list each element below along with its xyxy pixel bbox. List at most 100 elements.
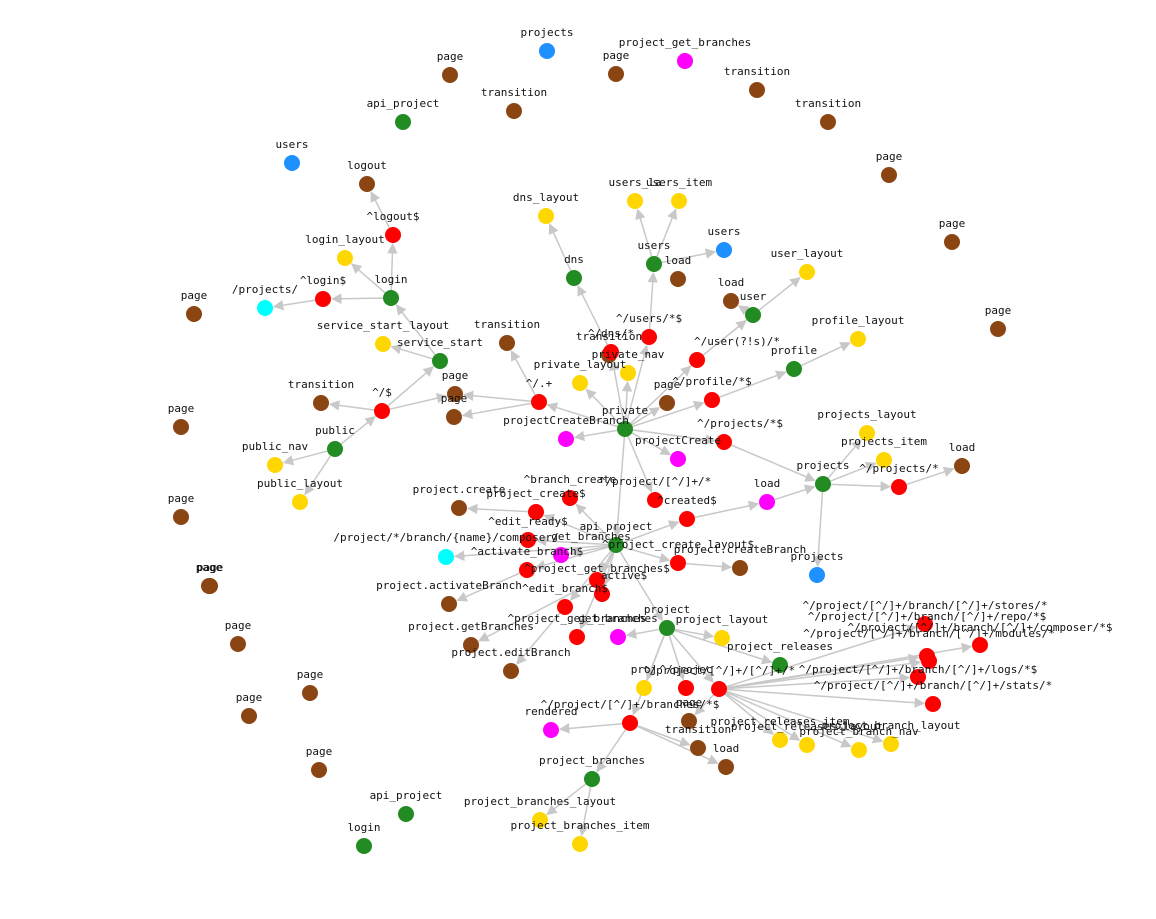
node-route[interactable]: ^/project/[^/]+/[^/]+/* xyxy=(643,664,795,697)
node-route[interactable]: ^/project/[^/]+/branches/*$ xyxy=(541,698,720,731)
node-layout[interactable]: users_la xyxy=(609,176,662,209)
node-external[interactable]: /project/*/branch/{name}/composer/ xyxy=(333,531,559,565)
node-dot[interactable] xyxy=(385,227,401,243)
node-dot[interactable] xyxy=(690,740,706,756)
node-dot[interactable] xyxy=(647,492,663,508)
node-dot[interactable] xyxy=(438,549,454,565)
node-page[interactable]: page xyxy=(876,150,903,183)
node-layout[interactable]: project_branch_nav xyxy=(799,725,919,758)
node-layout[interactable]: users_item xyxy=(646,176,713,209)
node-dot[interactable] xyxy=(622,715,638,731)
node-dot[interactable] xyxy=(944,234,960,250)
node-dot[interactable] xyxy=(759,494,775,510)
node-dot[interactable] xyxy=(921,653,937,669)
node-state[interactable]: api_project xyxy=(580,520,653,553)
node-dot[interactable] xyxy=(620,365,636,381)
node-dot[interactable] xyxy=(562,490,578,506)
node-dot[interactable] xyxy=(447,386,463,402)
node-dot[interactable] xyxy=(679,511,695,527)
node-dot[interactable] xyxy=(641,329,657,345)
node-page[interactable]: transition xyxy=(481,86,547,119)
node-dot[interactable] xyxy=(636,680,652,696)
node-state[interactable]: api_project xyxy=(367,97,440,130)
node-dot[interactable] xyxy=(716,242,732,258)
node-page[interactable]: transition xyxy=(795,97,861,130)
node-dot[interactable] xyxy=(670,451,686,467)
node-page[interactable]: page xyxy=(225,619,252,652)
node-dot[interactable] xyxy=(528,504,544,520)
node-dot[interactable] xyxy=(201,578,217,594)
node-route[interactable]: ^project_create_layout$ xyxy=(602,538,754,571)
node-dot[interactable] xyxy=(398,806,414,822)
node-dot[interactable] xyxy=(315,291,331,307)
node-layout[interactable]: user_layout xyxy=(771,247,844,280)
node-dot[interactable] xyxy=(257,300,273,316)
node-dot[interactable] xyxy=(572,836,588,852)
node-dot[interactable] xyxy=(876,452,892,468)
node-dot[interactable] xyxy=(519,562,535,578)
node-state[interactable]: login xyxy=(347,821,381,854)
node-dot[interactable] xyxy=(557,599,573,615)
node-dot[interactable] xyxy=(241,708,257,724)
node-dot[interactable] xyxy=(374,403,390,419)
node-route[interactable]: ^/project/[^/]+/* xyxy=(599,475,712,508)
node-dot[interactable] xyxy=(566,270,582,286)
node-route[interactable]: ^project_get_branches$ xyxy=(524,562,670,588)
node-page[interactable]: page xyxy=(603,49,630,82)
node-dot[interactable] xyxy=(520,532,536,548)
node-dot[interactable] xyxy=(292,494,308,510)
node-dot[interactable] xyxy=(173,509,189,525)
node-dot[interactable] xyxy=(659,395,675,411)
node-route[interactable]: ^edit_branch$ xyxy=(522,582,608,615)
node-dot[interactable] xyxy=(441,596,457,612)
node-page[interactable]: load xyxy=(713,742,740,775)
node-dot[interactable] xyxy=(659,620,675,636)
node-dot[interactable] xyxy=(749,82,765,98)
node-state[interactable]: project_branches xyxy=(539,754,645,787)
node-dot[interactable] xyxy=(499,335,515,351)
node-dot[interactable] xyxy=(646,256,662,272)
node-dot[interactable] xyxy=(538,208,554,224)
node-layout[interactable]: project_releases_layout xyxy=(731,720,883,753)
node-dot[interactable] xyxy=(359,176,375,192)
node-layout[interactable]: project_releases_item xyxy=(710,715,850,748)
node-layout[interactable]: project_branch_layout xyxy=(821,719,961,752)
node-route[interactable]: ^/projects/*$ xyxy=(697,417,783,450)
node-state[interactable]: projects xyxy=(797,459,850,492)
node-route[interactable]: ^project_get_branches xyxy=(507,612,647,645)
node-dot[interactable] xyxy=(772,732,788,748)
node-dot[interactable] xyxy=(881,167,897,183)
node-page[interactable]: load xyxy=(949,441,976,474)
node-state[interactable]: public xyxy=(315,424,355,457)
node-dot[interactable] xyxy=(850,331,866,347)
node-page[interactable]: page xyxy=(437,50,464,83)
node-dot[interactable] xyxy=(910,669,926,685)
node-page[interactable]: project.create xyxy=(413,483,506,516)
node-dot[interactable] xyxy=(610,629,626,645)
node-route[interactable]: ^/dns/* xyxy=(588,327,634,360)
node-dot[interactable] xyxy=(356,838,372,854)
node-state[interactable]: users xyxy=(637,239,671,272)
node-dot[interactable] xyxy=(375,336,391,352)
node-state[interactable]: login xyxy=(374,273,408,306)
node-page[interactable]: page xyxy=(306,745,333,778)
node-dot[interactable] xyxy=(689,352,705,368)
node-dot[interactable] xyxy=(681,713,697,729)
node-page[interactable]: page xyxy=(939,217,966,250)
node-dot[interactable] xyxy=(972,637,988,653)
node-action[interactable]: load xyxy=(754,477,781,510)
node-layout[interactable]: private_nav xyxy=(592,348,665,381)
node-dot[interactable] xyxy=(313,395,329,411)
node-dot[interactable] xyxy=(532,812,548,828)
node-dot[interactable] xyxy=(558,431,574,447)
node-page[interactable]: page xyxy=(196,561,223,594)
node-dot[interactable] xyxy=(954,458,970,474)
node-page[interactable]: page xyxy=(985,304,1012,337)
node-route[interactable]: ^branch_create xyxy=(524,473,617,506)
node-page[interactable]: load xyxy=(718,276,745,309)
node-layout[interactable]: projects_item xyxy=(841,435,927,468)
node-dot[interactable] xyxy=(608,537,624,553)
node-dot[interactable] xyxy=(718,759,734,775)
node-action[interactable]: projectCreate xyxy=(635,434,721,467)
node-action[interactable]: rendered xyxy=(525,705,578,738)
